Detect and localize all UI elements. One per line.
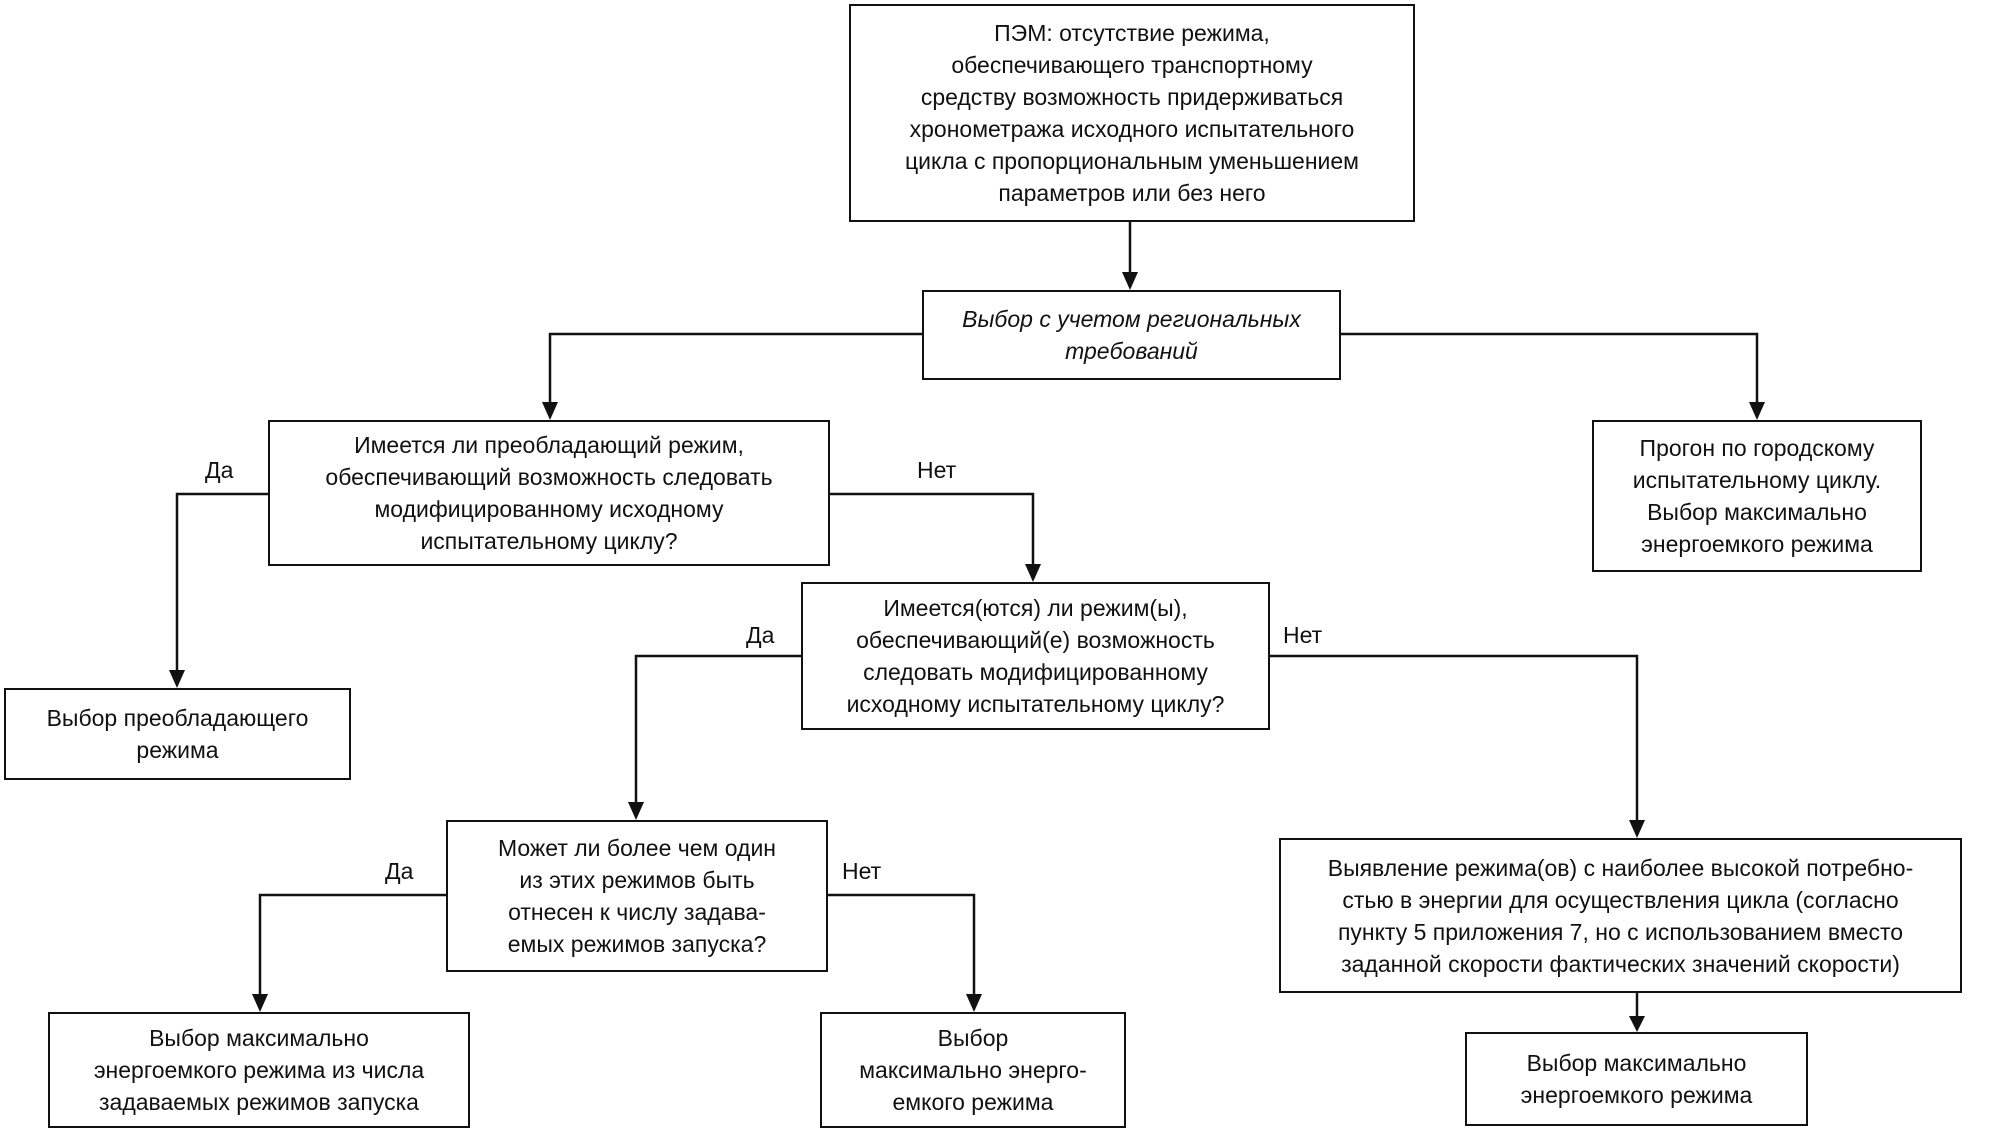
- edge-q1-yes: [175, 492, 268, 670]
- arrowhead: [628, 802, 644, 820]
- arrowhead: [966, 994, 982, 1012]
- node-choose-dominant-text: Выбор преобладающего режима: [46, 705, 309, 763]
- node-question-dominant-mode: Имеется ли преобладающий режим, обеспечи…: [268, 420, 830, 566]
- node-q3-text: Может ли более чем один из этих режимов …: [497, 835, 777, 957]
- node-identify-text: Выявление режима(ов) с наиболее высокой …: [1327, 854, 1914, 977]
- node-question-modes-exist: Имеется(ются) ли режим(ы), обеспечивающи…: [801, 582, 1270, 730]
- edge-q2-yes: [634, 654, 801, 802]
- node-choose-dominant-mode: Выбор преобладающего режима: [4, 688, 351, 780]
- edge-q3-yes: [258, 893, 446, 994]
- arrowhead: [542, 402, 558, 420]
- node-max-energy-mode-right: Выбор максимально энергоемкого режима: [1465, 1032, 1808, 1126]
- label-q3-no: Нет: [842, 858, 882, 884]
- arrowhead: [1122, 272, 1138, 290]
- arrowhead: [1629, 820, 1645, 838]
- edge-q3-no: [828, 893, 976, 994]
- node-max-energy-from-start-modes: Выбор максимально энергоемкого режима из…: [48, 1012, 470, 1128]
- edge-regional-city: [1341, 332, 1759, 402]
- label-q2-yes: Да: [746, 622, 775, 648]
- arrowhead: [252, 994, 268, 1012]
- node-root-text: ПЭМ: отсутствие режима, обеспечивающего …: [905, 20, 1359, 206]
- node-q1-text: Имеется ли преобладающий режим, обеспечи…: [325, 432, 773, 554]
- node-identify-highest-energy-modes: Выявление режима(ов) с наиболее высокой …: [1279, 838, 1962, 993]
- edge-q1-no: [830, 492, 1035, 564]
- node-city-text: Прогон по городскому испытательному цикл…: [1632, 435, 1882, 557]
- node-max-mid-text: Выбор максимально энерго- емкого режима: [859, 1025, 1087, 1115]
- label-q1-no: Нет: [917, 457, 957, 483]
- node-max-from-start-text: Выбор максимально энергоемкого режима из…: [93, 1025, 425, 1115]
- node-regional-text: Выбор с учетом региональных требований: [962, 306, 1301, 364]
- label-q1-yes: Да: [205, 457, 234, 483]
- node-regional-choice: Выбор с учетом региональных требований: [922, 290, 1341, 380]
- node-question-multiple-start-modes: Может ли более чем один из этих режимов …: [446, 820, 828, 972]
- arrowhead: [169, 670, 185, 688]
- node-q2-text: Имеется(ются) ли режим(ы), обеспечивающи…: [846, 595, 1225, 717]
- arrowhead: [1025, 564, 1041, 582]
- label-q2-no: Нет: [1283, 622, 1323, 648]
- node-max-energy-mode-mid: Выбор максимально энерго- емкого режима: [820, 1012, 1126, 1128]
- node-root: ПЭМ: отсутствие режима, обеспечивающего …: [849, 4, 1415, 222]
- node-city-cycle-run: Прогон по городскому испытательному цикл…: [1592, 420, 1922, 572]
- edge-regional-q1: [548, 332, 922, 402]
- arrowhead: [1629, 1016, 1645, 1032]
- arrowhead: [1749, 402, 1765, 420]
- node-max-right-text: Выбор максимально энергоемкого режима: [1520, 1050, 1753, 1108]
- label-q3-yes: Да: [385, 858, 414, 884]
- edge-q2-no: [1270, 654, 1639, 820]
